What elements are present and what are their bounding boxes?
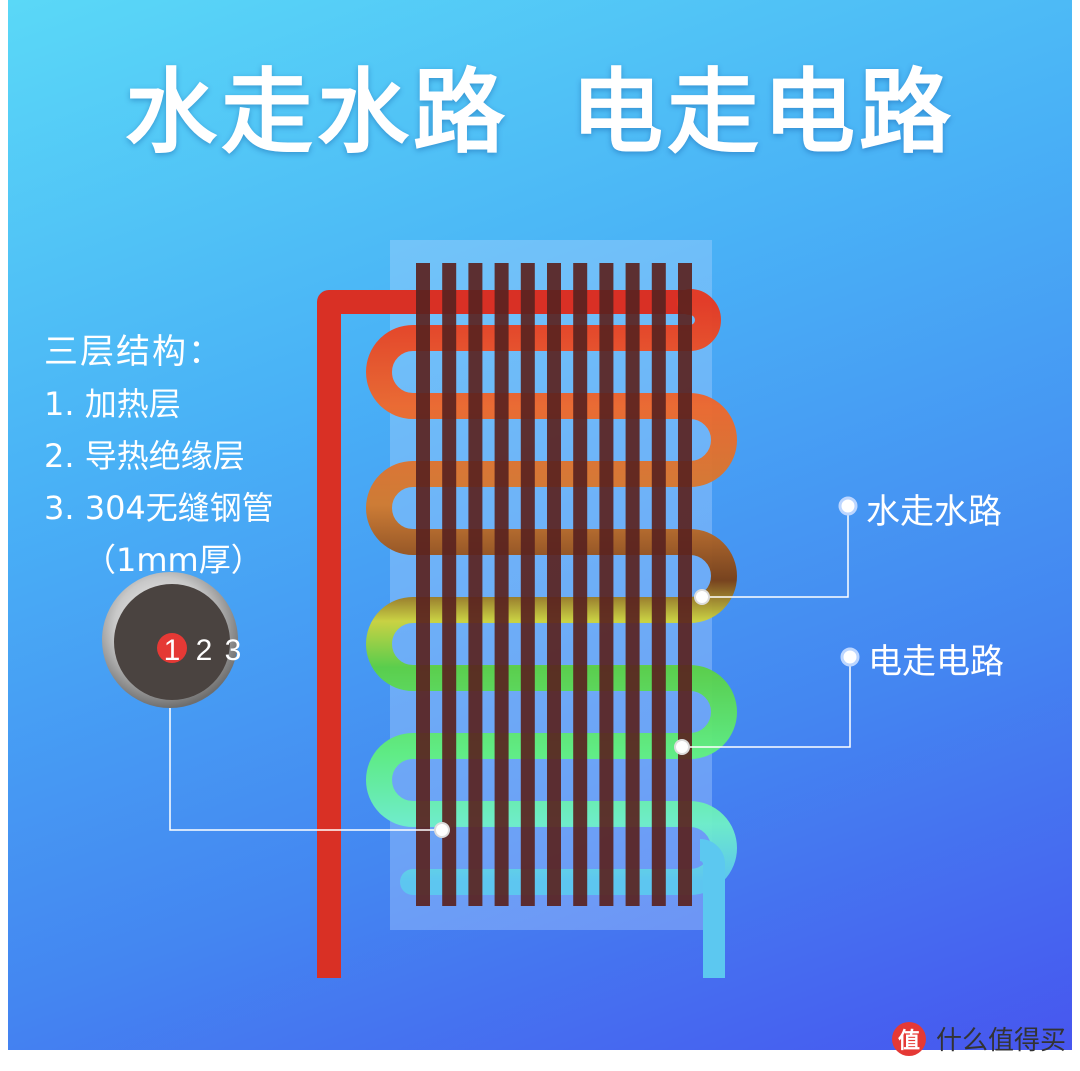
brand-icon: 值 — [891, 1021, 926, 1056]
fin-9 — [625, 263, 640, 906]
layer-1-marker — [157, 633, 187, 663]
legend-item-1: 1. 加热层 — [44, 385, 181, 423]
layer-2-label: 2 — [196, 634, 213, 667]
legend-item-2: 2. 导热绝缘层 — [44, 437, 245, 475]
inlet-pipe — [317, 290, 690, 978]
water-marker-dot — [694, 589, 710, 605]
fin-1 — [416, 263, 430, 906]
watermark-text: 什么值得买 — [935, 1026, 1066, 1056]
power-marker-dot — [674, 739, 690, 755]
layer-1-label: 1 — [164, 634, 181, 667]
legend-item-3: 3. 304无缝钢管 — [44, 489, 274, 527]
layer-leader-line — [169, 704, 442, 831]
power-leader-line — [682, 657, 851, 748]
fin-8 — [599, 263, 614, 906]
layer-marker-dot — [434, 822, 450, 838]
layer-3-label: 3 — [225, 634, 242, 667]
structure-legend: 三层结构： 1. 加热层 2. 导热绝缘层 3. 304无缝钢管 （1mm厚） — [44, 326, 274, 586]
title-water: 水走水路 — [124, 59, 509, 166]
water-callout: 水走水路 — [866, 492, 1002, 532]
fin-3 — [468, 263, 483, 906]
fin-10 — [651, 263, 666, 906]
fin-6 — [547, 263, 561, 906]
outlet-pipe — [698, 839, 725, 978]
serpentine-coil — [366, 289, 737, 895]
watermark: 值 什么值得买 — [891, 1020, 1066, 1057]
fin-5 — [520, 263, 535, 906]
fin-11 — [678, 263, 692, 906]
power-callout: 电走电路 — [868, 642, 1004, 682]
legend-note: （1mm厚） — [84, 541, 263, 579]
water-label-dot — [838, 496, 858, 516]
water-leader-line — [702, 506, 849, 598]
fin-7 — [573, 263, 588, 906]
legend-heading: 三层结构： — [44, 332, 224, 372]
fin-2 — [442, 263, 457, 906]
fin-4 — [494, 263, 509, 906]
title-power: 电走电路 — [571, 59, 956, 166]
fin-group — [416, 263, 692, 906]
pipe-cross-section: 1 2 3 — [102, 572, 241, 708]
page-title: 水走水路电走电路 — [0, 38, 1080, 171]
power-label-dot — [840, 647, 860, 667]
